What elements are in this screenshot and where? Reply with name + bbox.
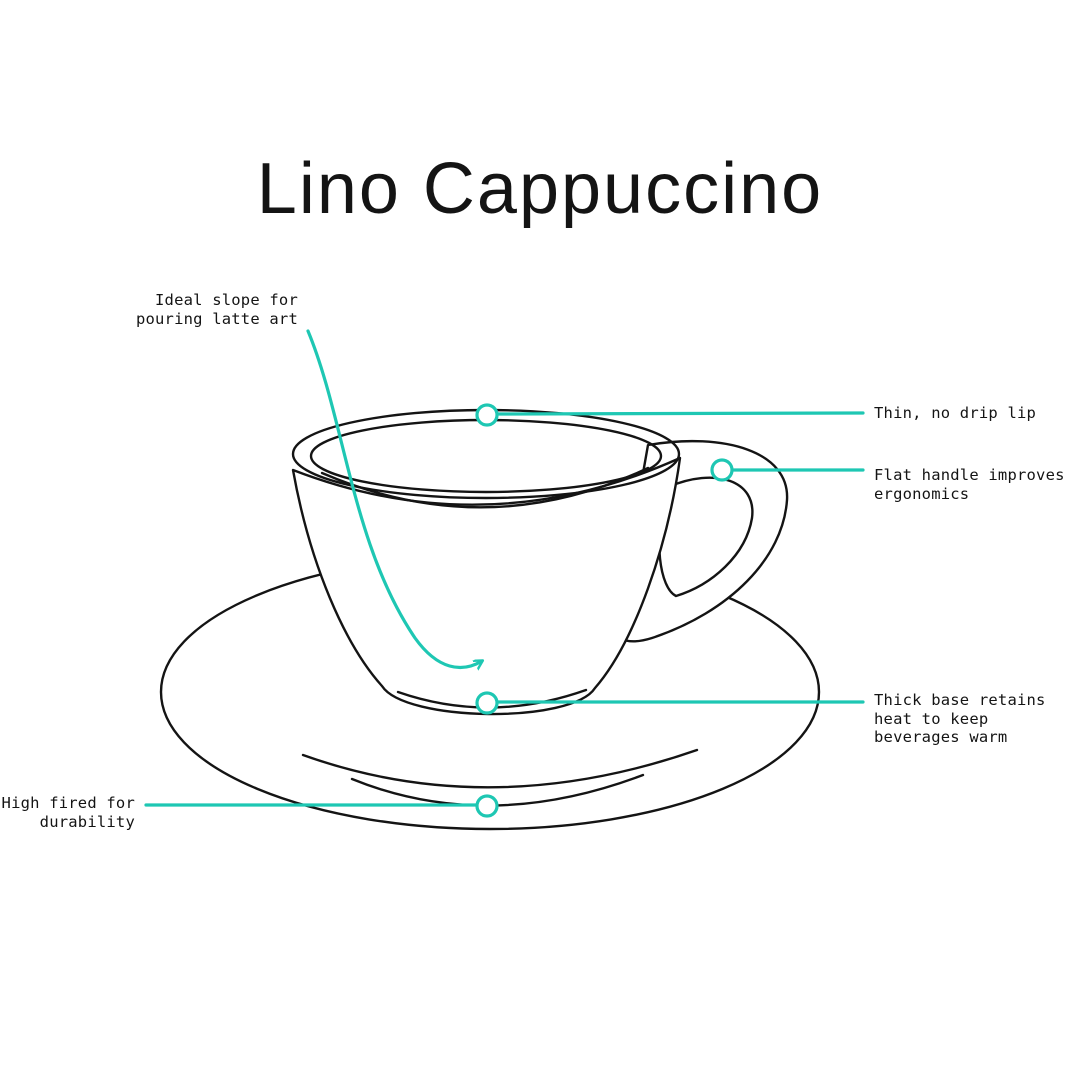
cup-body xyxy=(291,456,682,716)
cup-inner-wall-line xyxy=(320,466,650,509)
callout-label-ideal-slope: Ideal slope for pouring latte art xyxy=(135,291,298,328)
high-fired-marker xyxy=(475,794,499,818)
ideal-slope-curve-arrow xyxy=(306,329,482,667)
callout-label-flat-handle: Flat handle improves ergonomics xyxy=(874,466,1065,503)
flat-handle-marker xyxy=(710,458,734,482)
callout-label-thick-base: Thick base retains heat to keep beverage… xyxy=(874,691,1046,746)
saucer-well-rim-outer xyxy=(301,748,699,789)
cup-handle-hole xyxy=(658,476,754,598)
callout-label-thin-lip: Thin, no drip lip xyxy=(874,404,1037,422)
thin-lip-marker xyxy=(475,403,499,427)
page-title: Lino Cappuccino xyxy=(256,149,824,229)
callout-label-high-fired: High fired for durability xyxy=(1,794,135,831)
cup-rim-inner xyxy=(309,418,663,494)
thin-lip-callout-line xyxy=(495,411,865,416)
thick-base-marker xyxy=(475,691,499,715)
